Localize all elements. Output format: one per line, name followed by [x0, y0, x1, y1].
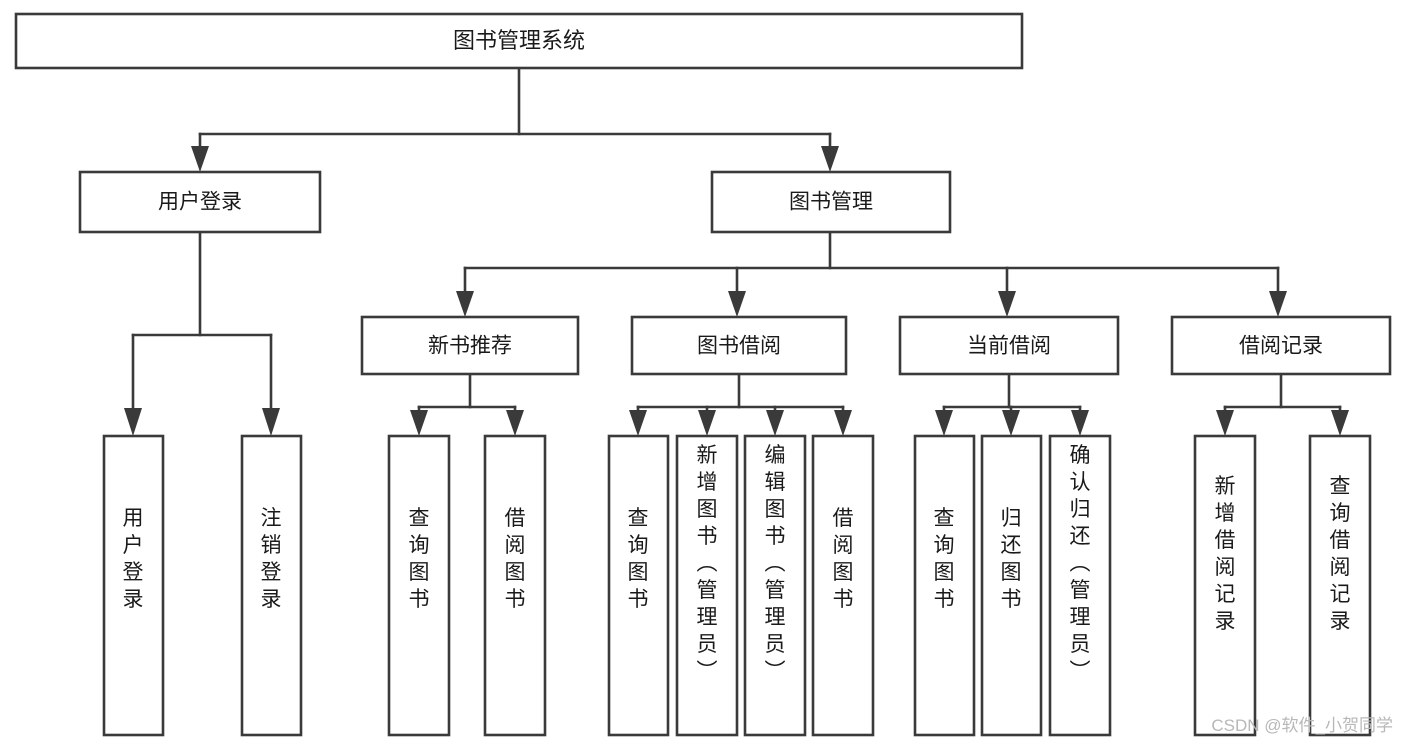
node-borrow-record-box[interactable]: [1170, 315, 1392, 376]
node-borrow-record[interactable]: 借阅记录: [1170, 315, 1392, 376]
node-current-borrow-box[interactable]: [898, 315, 1120, 376]
leaf-return-book-box[interactable]: [980, 434, 1043, 737]
node-book-manage-label: 图书管理: [789, 191, 873, 214]
leaf-confirm-return-label: 确认归还︵管理员︶: [1070, 444, 1091, 683]
leaf-query-book-1-label: 查询图书: [409, 507, 430, 611]
arrow-head-new-book-recommend: [456, 291, 474, 317]
leaf-edit-book-label: 编辑图书︵管理员︶: [765, 444, 786, 683]
leaf-query-book-1-box[interactable]: [387, 434, 451, 737]
arrow-head-leaf-query-book-1: [410, 410, 428, 436]
leaf-add-borrow-record[interactable]: 新增借阅记录: [1193, 434, 1257, 737]
leaf-edit-book[interactable]: 编辑图书︵管理员︶: [743, 434, 807, 737]
leaf-borrow-book-1[interactable]: 借阅图书: [483, 434, 547, 737]
leaf-user-login-label: 用户登录: [123, 507, 144, 611]
leaf-query-book-2-label: 查询图书: [628, 507, 649, 611]
connector-layer: [124, 66, 1349, 436]
leaf-borrow-book-1-label: 借阅图书: [505, 507, 526, 611]
node-current-borrow-label: 当前借阅: [967, 335, 1051, 358]
leaf-add-borrow-record-box[interactable]: [1193, 434, 1257, 737]
arrow-head-leaf-edit-book: [766, 410, 784, 436]
node-book-borrow[interactable]: 图书借阅: [630, 315, 848, 376]
node-root-box[interactable]: [14, 12, 1024, 70]
node-user-login-box[interactable]: [78, 170, 322, 234]
leaf-confirm-return[interactable]: 确认归还︵管理员︶: [1048, 434, 1112, 737]
arrow-head-leaf-borrow-book-2: [834, 410, 852, 436]
arrow-head-leaf-query-book-2: [629, 410, 647, 436]
leaf-add-book-box[interactable]: [675, 434, 739, 737]
arrow-head-leaf-borrow-book-1: [506, 410, 524, 436]
leaf-return-book[interactable]: 归还图书: [980, 434, 1043, 737]
leaf-query-borrow-record-label: 查询借阅记录: [1330, 475, 1351, 633]
leaf-query-book-3[interactable]: 查询图书: [913, 434, 976, 737]
arrow-head-leaf-user-logout: [262, 408, 280, 436]
node-book-borrow-label: 图书借阅: [697, 335, 781, 358]
leaf-user-logout[interactable]: 注销登录: [240, 434, 303, 737]
leaf-add-borrow-record-label: 新增借阅记录: [1215, 475, 1236, 633]
node-root[interactable]: 图书管理系统: [14, 12, 1024, 70]
node-root-label: 图书管理系统: [453, 28, 585, 53]
arrow-head-borrow-record: [1269, 291, 1287, 317]
arrow-head-leaf-user-login: [124, 408, 142, 436]
leaf-query-book-1[interactable]: 查询图书: [387, 434, 451, 737]
leaf-borrow-book-2-label: 借阅图书: [833, 507, 854, 611]
leaf-user-logout-label: 注销登录: [261, 507, 282, 611]
node-book-manage-box[interactable]: [710, 170, 952, 234]
arrow-head-leaf-confirm-return: [1071, 410, 1089, 436]
leaf-query-borrow-record[interactable]: 查询借阅记录: [1308, 434, 1372, 737]
arrow-head-leaf-add-book: [698, 410, 716, 436]
node-user-login[interactable]: 用户登录: [78, 170, 322, 234]
node-new-book-recommend-label: 新书推荐: [428, 335, 512, 358]
arrow-head-leaf-query-borrow-record: [1331, 410, 1349, 436]
leaf-add-book[interactable]: 新增图书︵管理员︶: [675, 434, 739, 737]
arrow-head-leaf-add-borrow-record: [1216, 410, 1234, 436]
leaf-confirm-return-box[interactable]: [1048, 434, 1112, 737]
node-new-book-recommend-box[interactable]: [360, 315, 580, 376]
arrow-head-book-borrow: [728, 291, 746, 317]
leaf-query-book-2[interactable]: 查询图书: [607, 434, 670, 737]
leaf-add-book-label: 新增图书︵管理员︶: [697, 444, 718, 683]
node-borrow-record-label: 借阅记录: [1239, 335, 1323, 358]
leaf-borrow-book-2[interactable]: 借阅图书: [811, 434, 875, 737]
leaf-borrow-book-1-box[interactable]: [483, 434, 547, 737]
leaf-query-book-3-box[interactable]: [913, 434, 976, 737]
node-book-borrow-box[interactable]: [630, 315, 848, 376]
leaf-query-book-3-label: 查询图书: [934, 507, 955, 611]
leaf-edit-book-box[interactable]: [743, 434, 807, 737]
leaf-user-logout-box[interactable]: [240, 434, 303, 737]
leaf-return-book-label: 归还图书: [1001, 507, 1022, 611]
csdn-watermark: CSDN @软件_小贺同学: [1211, 716, 1393, 735]
node-current-borrow[interactable]: 当前借阅: [898, 315, 1120, 376]
leaf-user-login-box[interactable]: [102, 434, 165, 737]
arrow-head-leaf-return-book: [1002, 410, 1020, 436]
leaf-borrow-book-2-box[interactable]: [811, 434, 875, 737]
arrow-head-current-borrow: [998, 291, 1016, 317]
leaf-query-book-2-box[interactable]: [607, 434, 670, 737]
node-new-book-recommend[interactable]: 新书推荐: [360, 315, 580, 376]
arrow-head-leaf-query-book-3: [935, 410, 953, 436]
node-user-login-label: 用户登录: [158, 191, 242, 214]
leaf-query-borrow-record-box[interactable]: [1308, 434, 1372, 737]
leaf-user-login[interactable]: 用户登录: [102, 434, 165, 737]
arrow-head-user-login: [191, 146, 209, 172]
node-book-manage[interactable]: 图书管理: [710, 170, 952, 234]
arrow-head-book-manage: [821, 146, 839, 172]
